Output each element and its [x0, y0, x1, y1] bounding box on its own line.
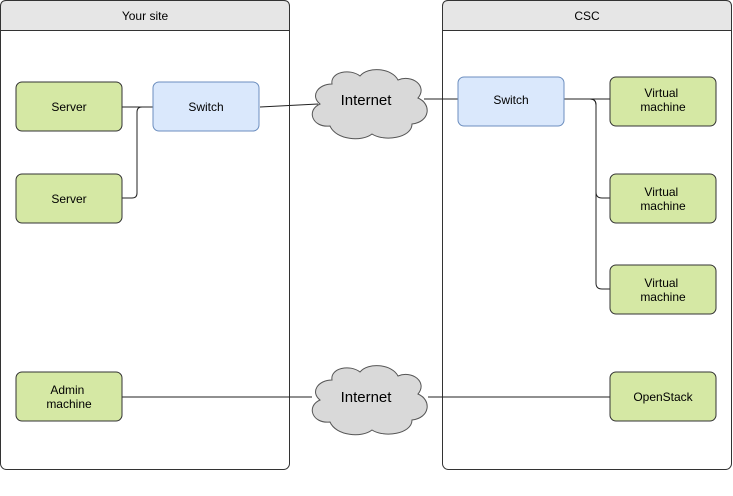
- edge-server2-switch: [122, 106, 153, 199]
- node-virtual-machine-1: Virtual machine: [609, 76, 717, 127]
- node-label: Server: [51, 100, 86, 114]
- node-server-2: Server: [15, 173, 123, 224]
- node-label: Switch: [188, 100, 223, 114]
- container-title-your-site: Your site: [122, 9, 169, 23]
- node-label-line: machine: [46, 397, 92, 411]
- node-openstack: OpenStack: [609, 371, 717, 422]
- node-label: OpenStack: [633, 390, 693, 404]
- node-label: Virtual machine: [640, 86, 686, 114]
- node-label-line: Virtual: [644, 276, 678, 290]
- node-virtual-machine-3: Virtual machine: [609, 264, 717, 315]
- node-label-line: Virtual: [644, 185, 678, 199]
- node-label: Virtual machine: [640, 276, 686, 304]
- node-label: Switch: [493, 93, 528, 107]
- node-switch-left: Switch: [152, 81, 260, 132]
- cloud-internet-top: Internet: [311, 69, 428, 140]
- node-label: Server: [51, 192, 86, 206]
- cloud-internet-bottom: Internet: [311, 365, 428, 436]
- node-label-line: Admin: [50, 383, 84, 397]
- edge-switch-vm3: [564, 98, 610, 290]
- container-title-csc: CSC: [574, 9, 600, 23]
- node-label-line: machine: [640, 100, 686, 114]
- node-label-line: machine: [640, 199, 686, 213]
- edge-switch-internet: [259, 103, 319, 108]
- node-label-line: Virtual: [644, 86, 678, 100]
- node-label: Admin machine: [46, 383, 92, 411]
- cloud-label: Internet: [341, 92, 393, 109]
- node-virtual-machine-2: Virtual machine: [609, 173, 717, 224]
- node-label-line: machine: [640, 290, 686, 304]
- node-label: Virtual machine: [640, 185, 686, 213]
- node-admin-machine: Admin machine: [15, 371, 123, 422]
- node-server-1: Server: [15, 81, 123, 132]
- connectors: [122, 98, 610, 398]
- cloud-label: Internet: [341, 389, 393, 406]
- node-switch-right: Switch: [457, 76, 565, 127]
